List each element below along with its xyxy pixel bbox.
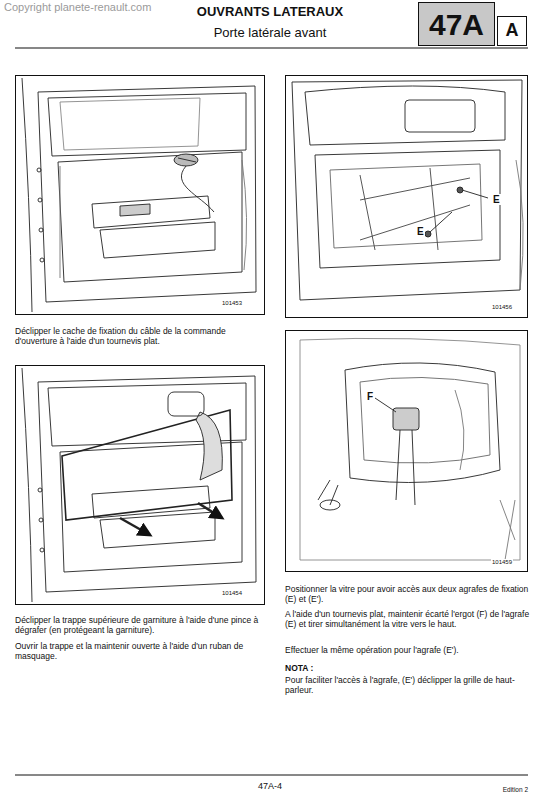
figure-frame: 101453	[15, 75, 265, 315]
door-trim-flap-figure	[22, 368, 256, 602]
instruction-text: A l'aide d'un tournevis plat, maintenir …	[285, 609, 530, 629]
instruction-text: Déclipper le cache de fixation du câble …	[15, 326, 265, 346]
figure-number: 101456	[491, 304, 513, 311]
edition-mark: Edition 2	[430, 786, 528, 794]
chapter-number: A	[505, 21, 520, 41]
clip-closeup-figure	[300, 338, 520, 560]
note-heading: NOTA :	[285, 663, 530, 673]
section-box: A	[497, 16, 527, 46]
page-number: 47A-4	[170, 781, 370, 792]
instruction-text: Pour faciliter l'accès à l'agrafe, (E') …	[285, 675, 530, 695]
callout-letter: E	[492, 194, 501, 205]
section-title: OUVRANTS LATERAUX	[150, 4, 390, 20]
figure-number: 101453	[221, 300, 243, 307]
door-panel-removed-figure	[292, 80, 523, 300]
door-trim-figure	[22, 78, 256, 312]
instruction-text: Ouvrir la trappe et la maintenir ouverte…	[15, 641, 265, 661]
page-rules	[15, 48, 528, 775]
instruction-text: Positionner la vitre pour avoir accès au…	[285, 584, 530, 604]
callout-letter: E	[416, 226, 425, 237]
figure-frame: 101454	[15, 365, 265, 605]
figure-number: 101454	[221, 590, 243, 597]
instruction-text: Déclipper la trappe supérieure de garnit…	[15, 615, 265, 635]
figure-number: 101459	[491, 559, 513, 566]
chapter-number: 47A	[428, 8, 485, 41]
callout-letter: F	[366, 391, 374, 402]
chapter-box: 47A	[418, 2, 495, 46]
figure-frame: E E 101456	[285, 75, 528, 318]
figure-frame: F 101459	[285, 330, 528, 572]
instruction-text: Effectuer la même opération pour l'agraf…	[285, 645, 530, 655]
section-subtitle: Porte latérale avant	[170, 25, 370, 41]
watermark: Copyright planete-renault.com	[4, 1, 174, 14]
